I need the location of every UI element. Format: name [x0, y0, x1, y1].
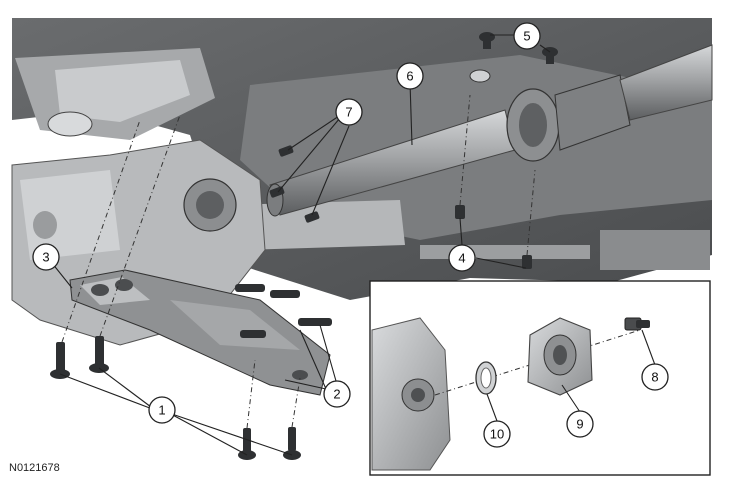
bolts-callout-1 [50, 114, 301, 460]
callout-9: 9 [566, 410, 594, 438]
driveshaft [266, 44, 713, 217]
svg-text:8: 8 [651, 370, 658, 385]
callout-7: 7 [335, 98, 363, 126]
svg-text:3: 3 [42, 250, 49, 265]
callout-6: 6 [396, 62, 424, 90]
callout-8: 8 [641, 363, 669, 391]
bolts-callout-4 [455, 94, 536, 269]
figure-id-label: N0121678 [9, 462, 60, 474]
svg-text:1: 1 [158, 403, 165, 418]
svg-text:4: 4 [458, 251, 465, 266]
bolts-callout-7 [269, 145, 320, 223]
callout-4: 4 [448, 244, 476, 272]
callout-3: 3 [32, 243, 60, 271]
callout-2: 2 [323, 380, 351, 408]
svg-text:9: 9 [576, 417, 583, 432]
svg-text:7: 7 [345, 105, 352, 120]
leader-lines [51, 34, 656, 456]
callout-10: 10 [483, 420, 511, 448]
support-bracket [69, 269, 331, 396]
svg-text:10: 10 [490, 427, 504, 442]
callout-1: 1 [148, 396, 176, 424]
callout-5: 5 [513, 22, 541, 50]
bolts-callout-2 [235, 284, 332, 338]
svg-text:2: 2 [333, 387, 340, 402]
svg-text:5: 5 [523, 29, 530, 44]
svg-text:6: 6 [406, 69, 413, 84]
